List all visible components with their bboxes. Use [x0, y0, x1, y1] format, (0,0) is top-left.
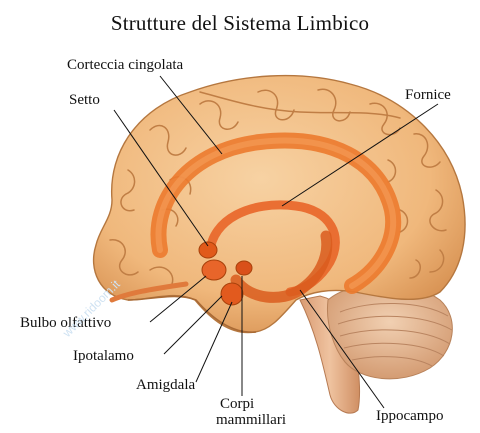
amygdala-nucleus	[221, 283, 243, 305]
label-ippocampo: Ippocampo	[376, 408, 443, 424]
diagram-title: Strutture del Sistema Limbico	[0, 11, 480, 36]
mammillary-nucleus	[236, 261, 252, 275]
septum-nucleus	[199, 242, 217, 258]
leader-ipotalamo	[164, 296, 222, 354]
label-corteccia-cingolata: Corteccia cingolata	[67, 57, 183, 73]
label-setto: Setto	[69, 92, 100, 108]
label-ipotalamo: Ipotalamo	[73, 348, 134, 364]
label-mammillari: mammillari	[216, 412, 286, 428]
hypothalamus-nucleus	[202, 260, 226, 280]
label-corpi: Corpi	[220, 396, 254, 412]
label-fornice: Fornice	[405, 87, 451, 103]
label-amigdala: Amigdala	[136, 377, 195, 393]
